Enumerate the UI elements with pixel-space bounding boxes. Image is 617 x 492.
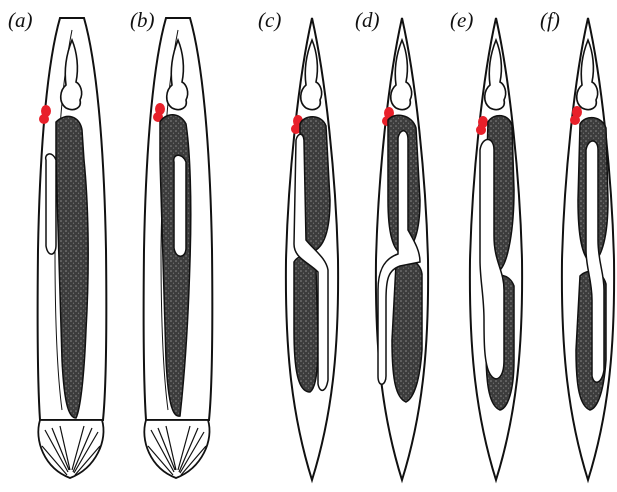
- panel-label-e: (e): [450, 8, 473, 32]
- panel-label-c: (c): [258, 8, 281, 32]
- gonad-a: [56, 116, 88, 418]
- bursa-b: [144, 420, 209, 478]
- pharynx-b: [167, 40, 188, 110]
- panel-e: (e): [450, 8, 522, 480]
- panel-label-a: (a): [8, 8, 33, 32]
- panel-f: (f): [540, 8, 614, 480]
- panel-c: (c): [258, 8, 338, 480]
- panel-a: (a): [8, 8, 106, 478]
- bursa-a: [38, 420, 103, 478]
- gonad-posterior-c: [294, 256, 318, 392]
- panel-label-f: (f): [540, 8, 560, 32]
- panel-b: (b): [130, 8, 212, 478]
- intestine-lumen-a: [46, 154, 56, 254]
- panel-d: (d): [355, 8, 428, 480]
- pharynx-a: [61, 40, 82, 110]
- red-marker-a: [39, 105, 51, 124]
- panel-label-b: (b): [130, 8, 155, 32]
- intestine-lumen-b: [174, 155, 186, 256]
- panel-label-d: (d): [355, 8, 380, 32]
- red-marker-e: [476, 116, 488, 135]
- gonad-posterior-d: [392, 260, 422, 402]
